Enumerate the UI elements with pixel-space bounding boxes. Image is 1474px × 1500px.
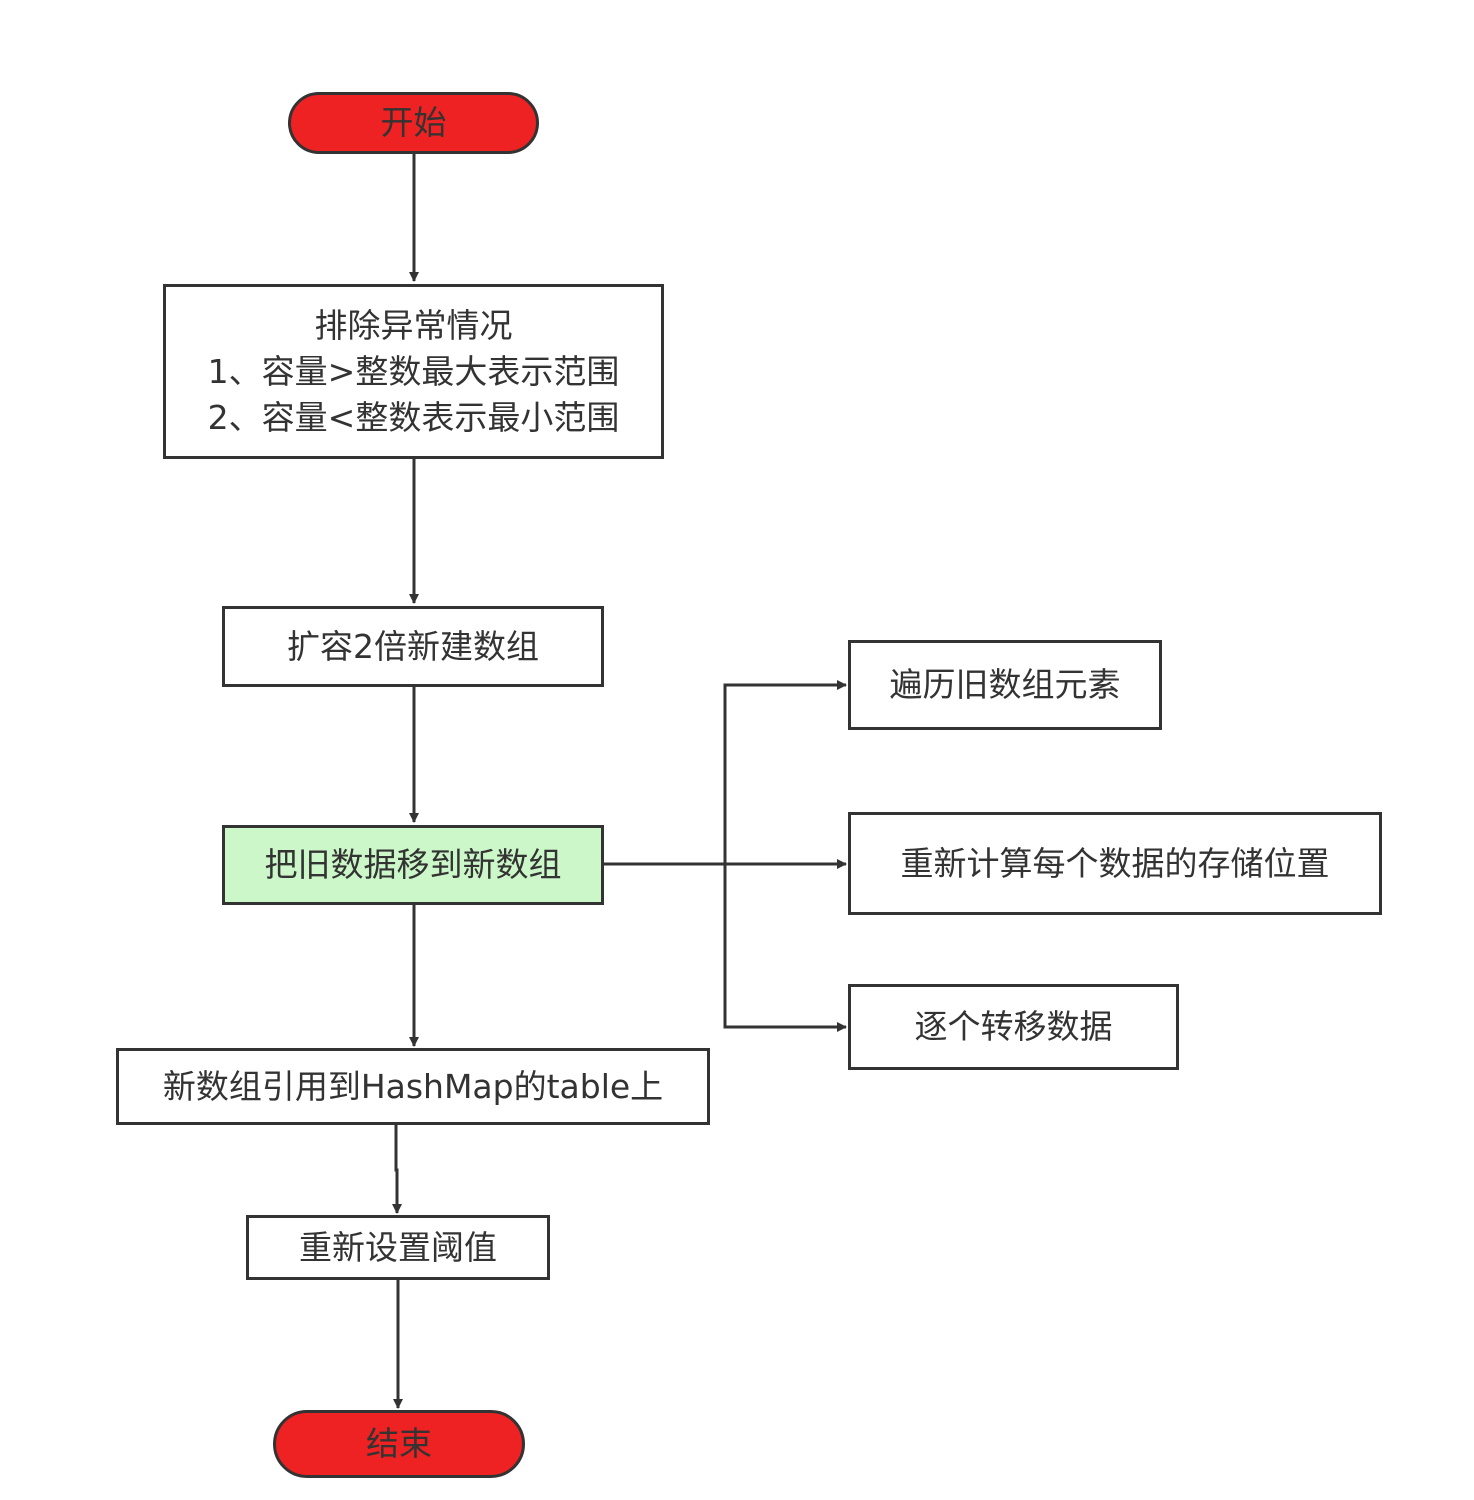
exclude-condition-2: 2、容量<整数表示最小范围 <box>207 397 620 437</box>
end-label: 结束 <box>366 1424 432 1463</box>
recalculate-position-node[interactable]: 重新计算每个数据的存储位置 <box>848 812 1382 915</box>
edge-move-transfer <box>723 864 847 1032</box>
expand-array-node[interactable]: 扩容2倍新建数组 <box>222 606 604 687</box>
end-node[interactable]: 结束 <box>273 1410 525 1478</box>
reset-threshold-node[interactable]: 重新设置阈值 <box>246 1215 550 1280</box>
start-node[interactable]: 开始 <box>288 92 539 154</box>
reference-table-node[interactable]: 新数组引用到HashMap的table上 <box>116 1048 710 1125</box>
reference-label: 新数组引用到HashMap的table上 <box>162 1066 664 1106</box>
edge-move-traverse <box>723 680 847 864</box>
threshold-label: 重新设置阈值 <box>299 1227 497 1267</box>
transfer-label: 逐个转移数据 <box>914 1007 1113 1046</box>
move-data-node[interactable]: 把旧数据移到新数组 <box>222 825 604 905</box>
exclude-condition-1: 1、容量>整数最大表示范围 <box>207 351 620 391</box>
traverse-node[interactable]: 遍历旧数组元素 <box>848 640 1162 730</box>
expand-label: 扩容2倍新建数组 <box>287 626 539 666</box>
move-label: 把旧数据移到新数组 <box>264 845 562 884</box>
recalc-label: 重新计算每个数据的存储位置 <box>900 843 1330 883</box>
exclude-title: 排除异常情况 <box>314 305 513 345</box>
transfer-data-node[interactable]: 逐个转移数据 <box>848 984 1179 1070</box>
exclude-exceptions-node[interactable]: 排除异常情况 1、容量>整数最大表示范围 2、容量<整数表示最小范围 <box>163 284 664 459</box>
start-label: 开始 <box>380 103 447 142</box>
traverse-label: 遍历旧数组元素 <box>889 665 1121 704</box>
edge-reference-threshold <box>392 1124 402 1214</box>
